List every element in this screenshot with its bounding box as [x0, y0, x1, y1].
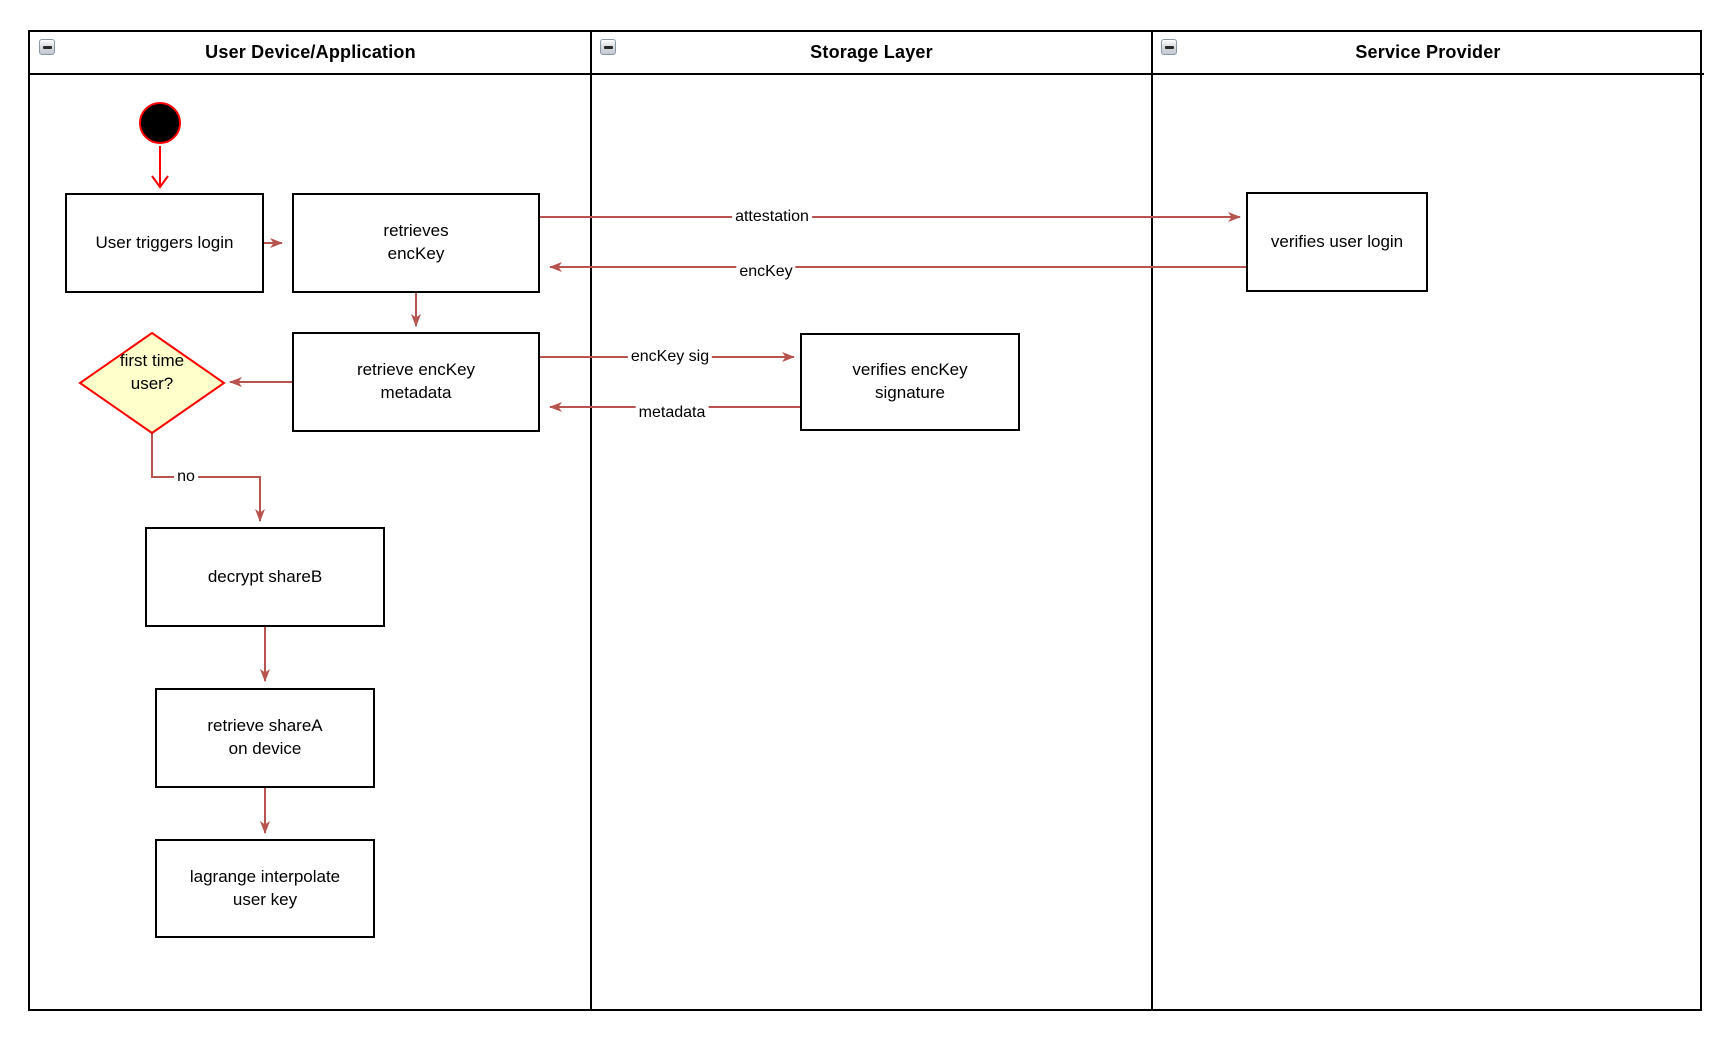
edge-label-metadata: metadata	[635, 404, 709, 422]
collapse-minus-icon[interactable]	[1161, 39, 1177, 55]
node-retrieve-enckey-metadata: retrieve encKey metadata	[292, 332, 540, 432]
lane-header-service-provider: Service Provider	[1152, 32, 1704, 75]
lane-divider	[1151, 32, 1153, 1009]
decision-label-first-time-user: first time user?	[119, 351, 185, 393]
node-lagrange-interpolate-user-key: lagrange interpolate user key	[155, 839, 375, 938]
edge-start-to-login	[151, 146, 169, 189]
edge-decision-no	[151, 433, 265, 522]
decision-diamond-first-time-user	[78, 331, 226, 435]
lane-divider	[590, 32, 592, 1009]
edge-label-enckey: encKey	[736, 263, 796, 281]
collapse-minus-icon[interactable]	[39, 39, 55, 55]
lane-title-service-provider: Service Provider	[1355, 42, 1501, 62]
node-retrieves-enckey: retrieves encKey	[292, 193, 540, 293]
node-verifies-user-login: verifies user login	[1246, 192, 1428, 292]
node-retrieve-sharea-on-device: retrieve shareA on device	[155, 688, 375, 788]
lane-header-storage-layer: Storage Layer	[591, 32, 1152, 75]
minus-bar	[1164, 45, 1174, 49]
node-verifies-enckey-signature: verifies encKey signature	[800, 333, 1020, 431]
lane-header-user-device: User Device/Application	[30, 32, 591, 75]
lane-title-user-device: User Device/Application	[205, 42, 416, 62]
edge-label-enckey-sig: encKey sig	[627, 348, 713, 366]
node-decrypt-shareb: decrypt shareB	[145, 527, 385, 627]
minus-bar	[42, 45, 52, 49]
lane-title-storage-layer: Storage Layer	[810, 42, 933, 62]
node-user-triggers-login: User triggers login	[65, 193, 264, 293]
edge-label-attestation: attestation	[732, 208, 812, 226]
edge-label-no: no	[174, 468, 198, 486]
start-node	[139, 102, 181, 144]
collapse-minus-icon[interactable]	[600, 39, 616, 55]
minus-bar	[603, 45, 613, 49]
